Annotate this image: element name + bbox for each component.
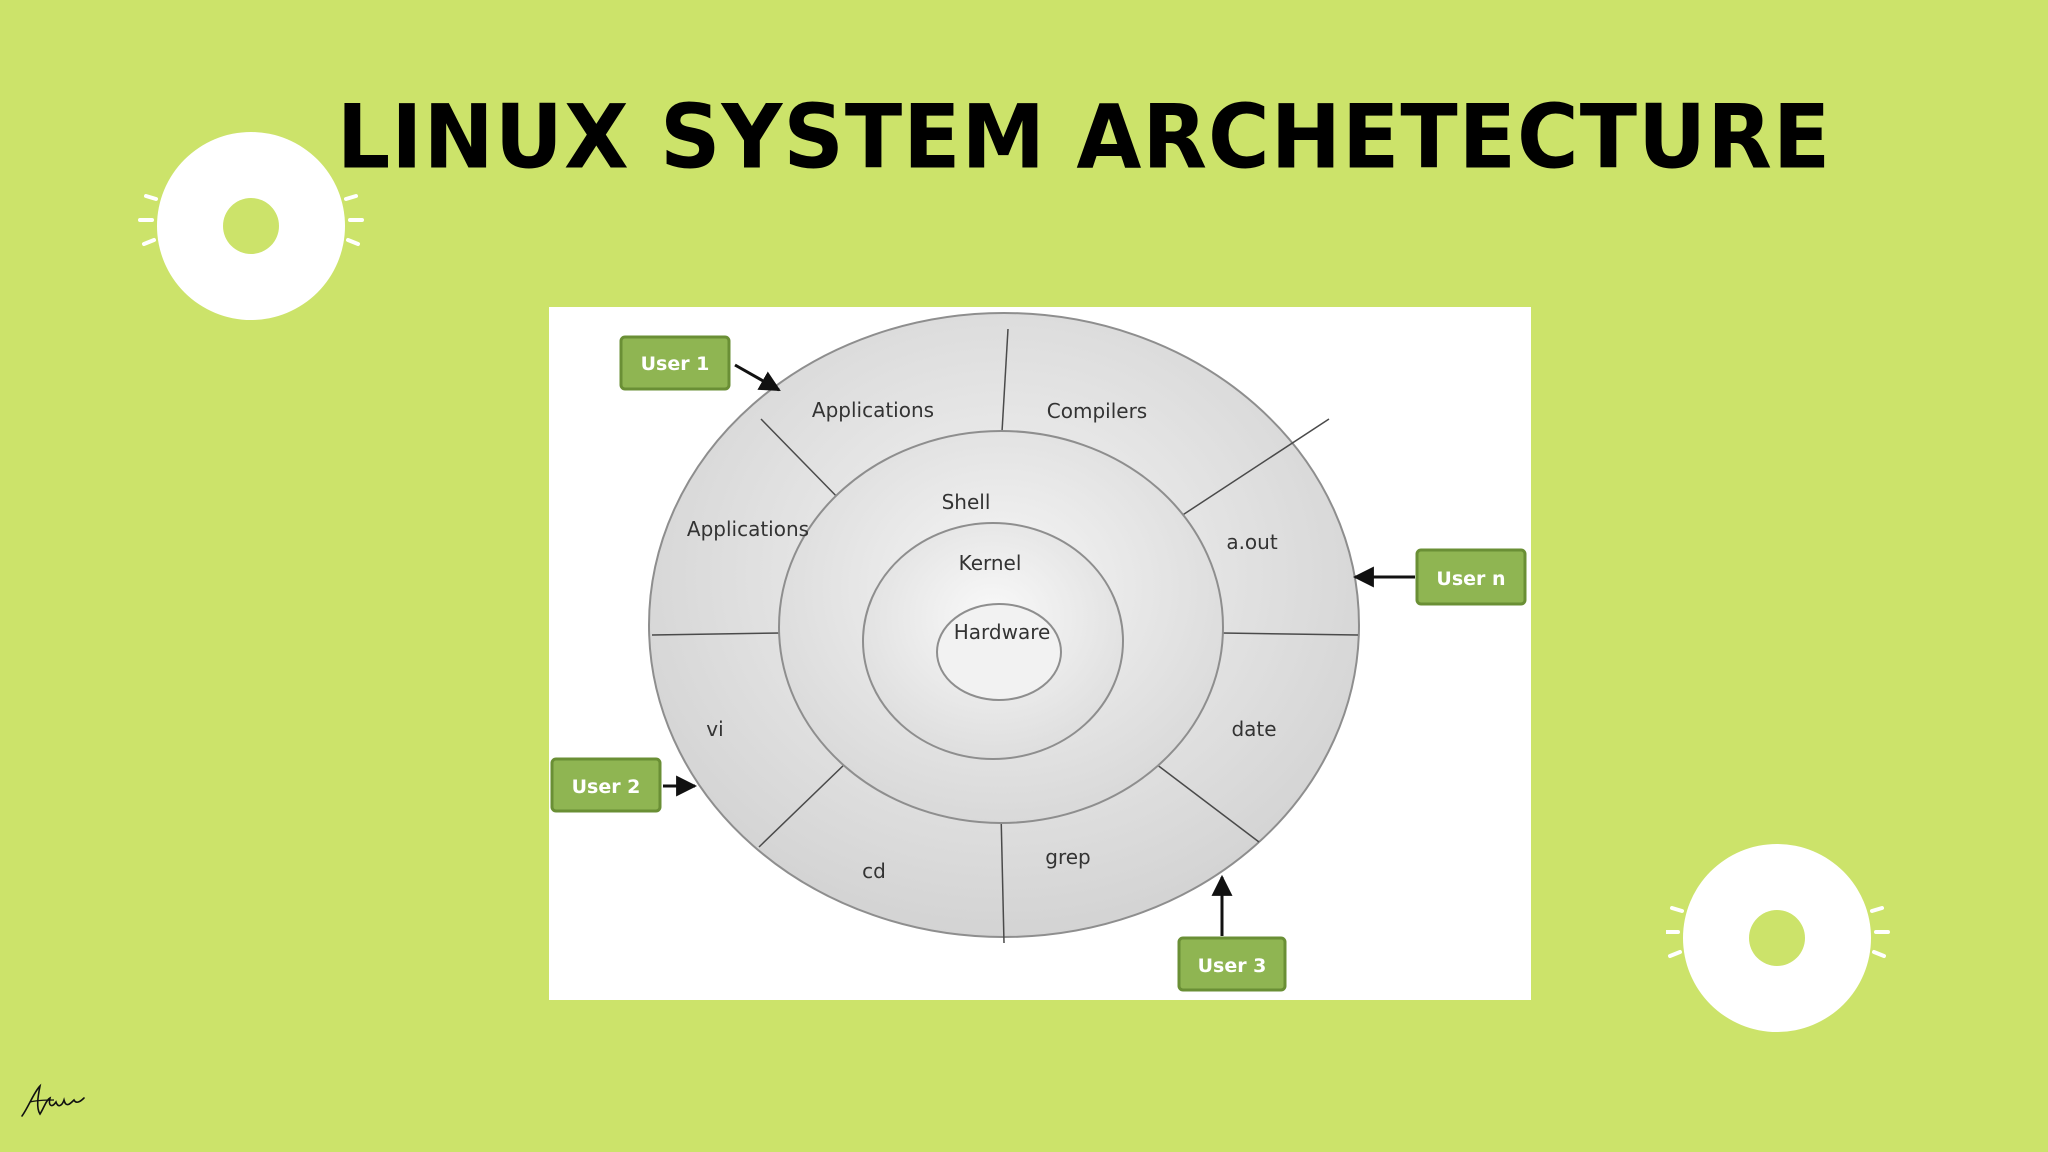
user-n-label: User n	[1436, 568, 1505, 590]
user-1-box: User 1	[619, 335, 731, 391]
segment-cd: cd	[862, 859, 886, 883]
kernel-label: Kernel	[959, 551, 1022, 575]
user-2-box: User 2	[550, 757, 662, 813]
signature-mark	[18, 1078, 90, 1126]
segment-applications-top: Applications	[812, 398, 934, 422]
user-1-arrow	[734, 363, 781, 392]
segment-vi: vi	[706, 717, 723, 741]
user-3-label: User 3	[1198, 955, 1267, 977]
user-1-label: User 1	[641, 353, 710, 375]
page-title: LINUX SYSTEM ARCHETECTURE	[336, 85, 1832, 189]
segment-applications-left: Applications	[687, 517, 809, 541]
user-2-label: User 2	[572, 776, 641, 798]
segment-a-out: a.out	[1226, 530, 1278, 554]
segment-date: date	[1231, 717, 1276, 741]
user-3-box: User 3	[1177, 936, 1287, 992]
shell-label: Shell	[942, 490, 991, 514]
hardware-layer	[936, 603, 1062, 701]
hardware-label: Hardware	[954, 620, 1051, 644]
segment-compilers: Compilers	[1047, 399, 1147, 423]
segment-dividers	[651, 328, 1359, 944]
donut-icon	[1664, 842, 1892, 1042]
donut-icon	[138, 128, 364, 328]
user-n-box: User n	[1415, 548, 1527, 606]
linux-architecture-diagram: Hardware Kernel Shell Applications Compi…	[549, 307, 1531, 1000]
segment-grep: grep	[1045, 845, 1090, 869]
